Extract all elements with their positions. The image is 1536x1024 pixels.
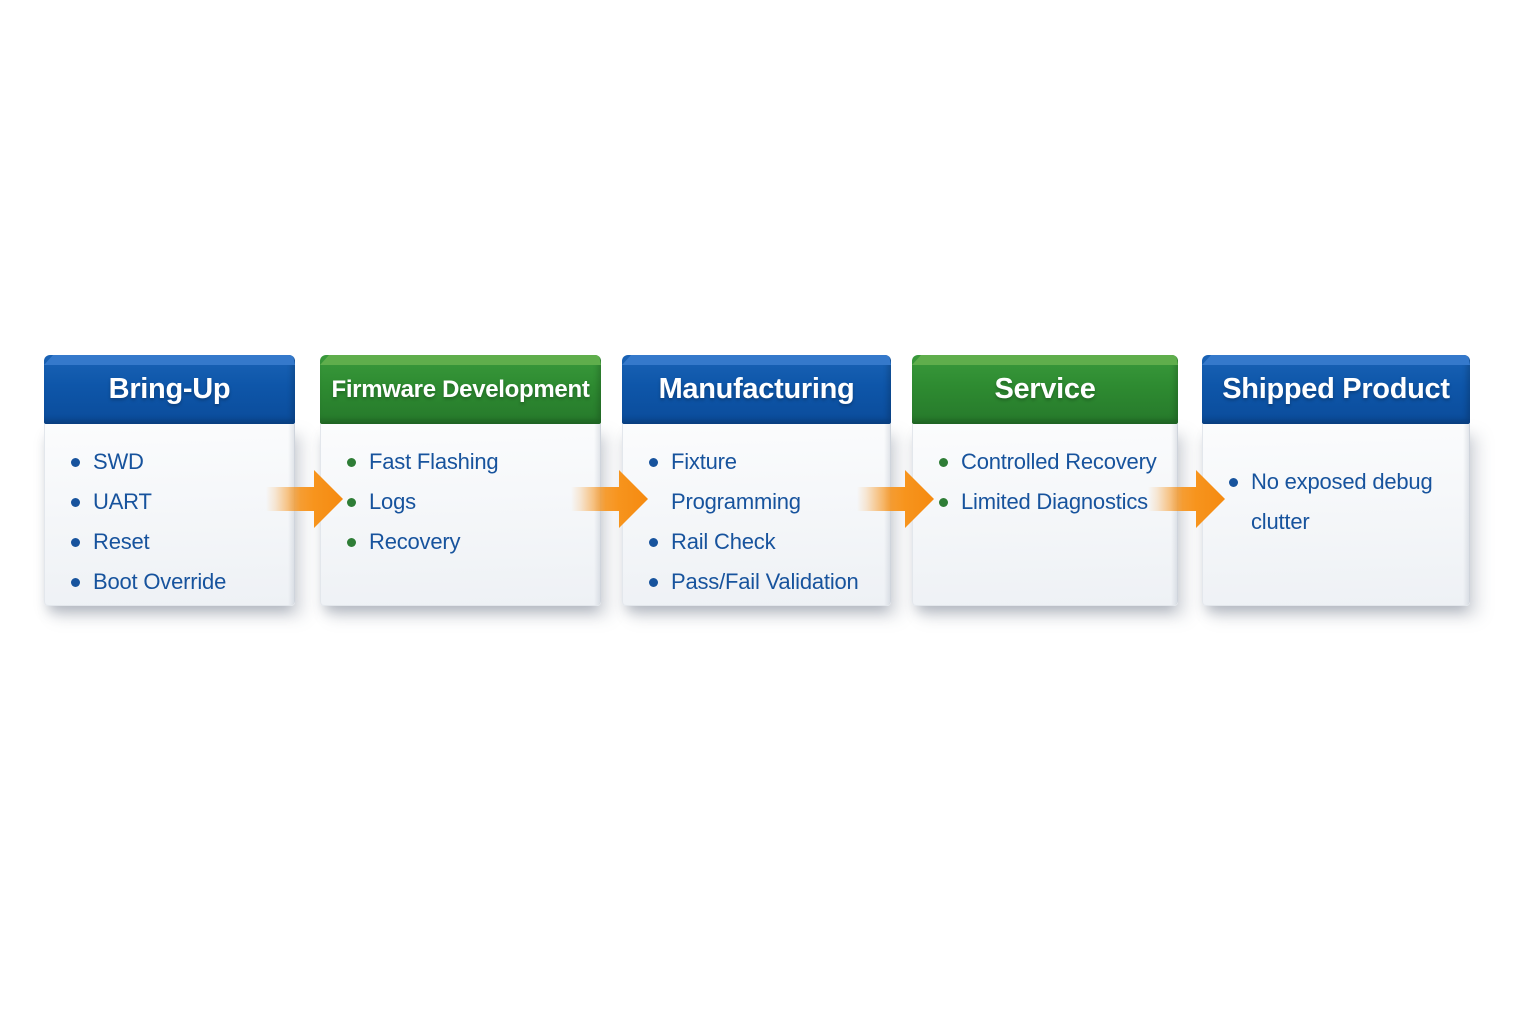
flow-arrow-icon [1148,470,1225,528]
stage-item: Reset [71,522,276,562]
bullet-dot-icon [71,458,80,467]
stage-item-label: Rail Check [671,529,776,554]
bullet-dot-icon [1229,478,1238,487]
stage-item-label: No exposed debug clutter [1251,469,1433,534]
stage-item: UART [71,482,276,522]
stage-item-label: Fast Flashing [369,449,499,474]
stage-title: Service [994,373,1096,405]
stage-item: Logs [347,482,582,522]
stage-item-list: SWD UART Reset Boot Override [44,424,295,606]
stage-item: SWD [71,442,276,482]
bullet-dot-icon [71,578,80,587]
stage-item-label: Boot Override [93,569,227,594]
stage-title: Bring-Up [108,373,231,405]
stage-item: Fixture Programming [649,442,872,522]
flow-arrow-icon [857,470,934,528]
stage-title: Shipped Product [1222,373,1450,405]
stage-item-label: Recovery [369,529,461,554]
bullet-dot-icon [939,498,948,507]
stage-header: Service [912,355,1178,424]
stage-card-shipped-product: Shipped Product No exposed debug clutter [1202,355,1470,606]
stage-header: Firmware Development [320,355,601,424]
bullet-dot-icon [347,498,356,507]
stage-item-label: Reset [93,529,150,554]
bullet-dot-icon [939,458,948,467]
stage-item-list: Fast Flashing Logs Recovery [320,424,601,606]
stage-item-label: UART [93,489,152,514]
stage-item-label: Fixture Programming [671,449,801,514]
stage-item: Boot Override [71,562,276,602]
bullet-dot-icon [347,458,356,467]
stage-item-label: Logs [369,489,416,514]
flow-arrow-icon [266,470,343,528]
bullet-dot-icon [347,538,356,547]
stage-card-manufacturing: Manufacturing Fixture Programming Rail C… [622,355,891,606]
bullet-dot-icon [649,458,658,467]
stage-item-label: SWD [93,449,144,474]
stage-title: Firmware Development [331,375,590,403]
stage-item: Pass/Fail Validation [649,562,872,602]
stage-item-label: Controlled Recovery [961,449,1157,474]
stage-card-service: Service Controlled Recovery Limited Diag… [912,355,1178,606]
stage-card-bring-up: Bring-Up SWD UART Reset Boot Override [44,355,295,606]
stage-card-firmware-development: Firmware Development Fast Flashing Logs … [320,355,601,606]
bullet-dot-icon [649,538,658,547]
stage-item: No exposed debug clutter [1229,462,1451,542]
stage-item: Controlled Recovery [939,442,1159,482]
stage-item-list: Fixture Programming Rail Check Pass/Fail… [622,424,891,606]
stage-item: Fast Flashing [347,442,582,482]
stage-item-label: Pass/Fail Validation [671,569,859,594]
stage-item-list: No exposed debug clutter [1202,424,1470,606]
stage-item-list: Controlled Recovery Limited Diagnostics [912,424,1178,606]
bullet-dot-icon [71,498,80,507]
stage-header: Shipped Product [1202,355,1470,424]
bullet-dot-icon [71,538,80,547]
stage-item-label: Limited Diagnostics [961,489,1148,514]
stage-item: Recovery [347,522,582,562]
bullet-dot-icon [649,578,658,587]
stage-title: Manufacturing [658,373,855,405]
flow-arrow-icon [571,470,648,528]
stage-item: Rail Check [649,522,872,562]
stage-header: Manufacturing [622,355,891,424]
stage-item: Limited Diagnostics [939,482,1159,522]
stage-header: Bring-Up [44,355,295,424]
